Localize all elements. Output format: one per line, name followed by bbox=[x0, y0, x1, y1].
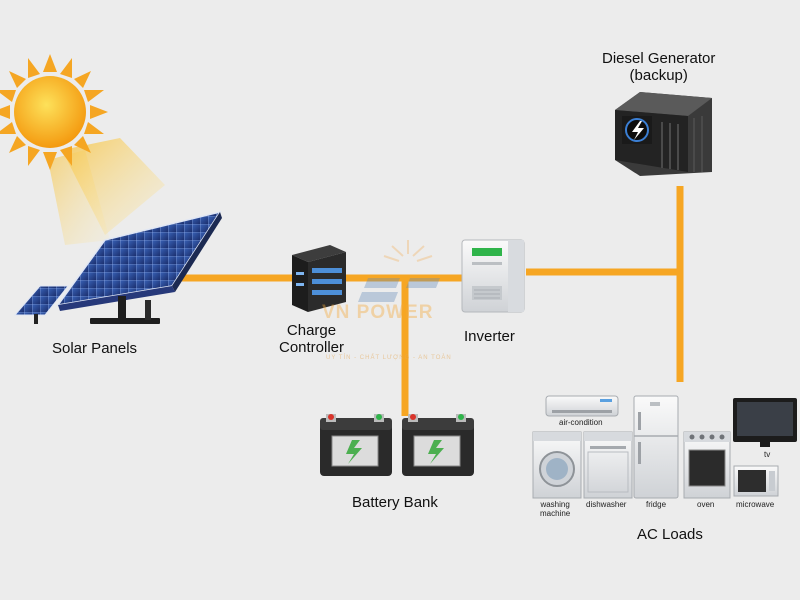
microwave-label: microwave bbox=[736, 500, 775, 509]
oven-label: oven bbox=[697, 500, 715, 509]
inverter-icon bbox=[461, 239, 525, 313]
charge-controller-icon bbox=[292, 245, 346, 312]
charge-controller-line1: Charge bbox=[286, 322, 337, 339]
diesel-generator-icon bbox=[615, 92, 712, 176]
diesel-generator-line1: Diesel Generator bbox=[602, 50, 716, 67]
diesel-generator-line2: (backup) bbox=[629, 67, 688, 84]
dishwasher-label: dishwasher bbox=[586, 500, 627, 509]
air-condition-icon bbox=[545, 395, 619, 417]
microwave-icon bbox=[733, 465, 779, 497]
oven-icon bbox=[683, 431, 731, 499]
tv-label: tv bbox=[764, 450, 771, 459]
battery-bank-icon bbox=[320, 414, 474, 476]
battery-left-icon bbox=[320, 414, 392, 476]
fridge-label: fridge bbox=[646, 500, 667, 509]
air-condition-label: air-condition bbox=[559, 418, 603, 427]
diesel-generator-label: Diesel Generator (backup) bbox=[602, 50, 715, 84]
washing-machine-line1: washing bbox=[540, 500, 570, 509]
solar-panels-text: Solar Panels bbox=[52, 340, 138, 357]
ac-loads-icons bbox=[532, 395, 797, 499]
inverter-label: Inverter bbox=[464, 328, 515, 345]
battery-bank-text: Battery Bank bbox=[352, 494, 438, 511]
connector-lines bbox=[170, 186, 684, 416]
watermark-brand: VN POWER bbox=[322, 302, 434, 323]
tv-icon bbox=[733, 398, 797, 447]
washing-machine-icon bbox=[532, 431, 582, 499]
sun-icon bbox=[0, 54, 108, 170]
watermark-logo-icon bbox=[358, 240, 440, 302]
washing-machine-label: washing machine bbox=[540, 500, 570, 518]
inverter-text: Inverter bbox=[464, 328, 515, 345]
ac-loads-label: AC Loads bbox=[637, 526, 703, 543]
battery-right-icon bbox=[402, 414, 474, 476]
fridge-icon bbox=[633, 395, 679, 499]
ac-loads-text: AC Loads bbox=[637, 526, 703, 543]
watermark-tagline: UY TÍN - CHẤT LƯỢNG - AN TOÀN bbox=[326, 355, 452, 361]
battery-bank-label: Battery Bank bbox=[352, 494, 438, 511]
washing-machine-line2: machine bbox=[540, 509, 571, 518]
solar-panels-icon bbox=[13, 210, 222, 324]
dishwasher-icon bbox=[583, 431, 633, 499]
charge-controller-line2: Controller bbox=[279, 339, 345, 356]
solar-panels-label: Solar Panels bbox=[52, 340, 137, 357]
charge-controller-label: Charge Controller bbox=[279, 322, 344, 356]
sun-rays bbox=[48, 138, 165, 245]
